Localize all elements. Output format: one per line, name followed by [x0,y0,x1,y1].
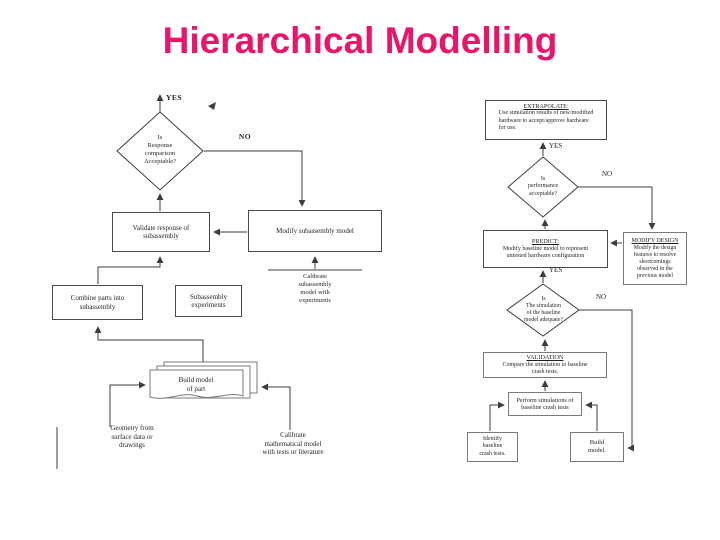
modify-design-body: Modify the design features to resolve sh… [633,244,677,279]
calibrate-subassembly-label: Calibrate subassembly model with experim… [298,273,332,304]
extrapolate-body: Use simulation results of new/modified h… [498,110,594,131]
calibmath-to-buildpart-arrow [261,383,291,430]
buildmodel-to-perform-arrow [585,401,598,431]
calibrate-math-label: Calibrate mathematical model with tests … [262,431,324,457]
perform-simulations-box: Perform simulations of baseline crash te… [508,392,582,416]
no-label-baseline: NO [596,293,607,301]
validation-body: Compare the simulation to baseline crash… [502,361,588,375]
identify-to-perform-arrow [489,401,505,431]
no-label-performance: NO [602,170,613,178]
modify-box: Modify subassembly model [248,210,382,252]
validation-title: VALIDATION [526,354,564,362]
decision-baseline-label: Is The simulation of the baseline model … [523,296,564,324]
no-arrow-baseline [579,309,635,452]
build-model-of-part-document [149,361,258,399]
buildpart-to-combine-arrow [94,326,204,362]
predict-box: PREDICT: Modify baseline model to repres… [483,230,608,268]
yes-label-performance: YES [549,142,563,150]
geometry-to-buildpart-arrow [109,381,146,427]
no-label-left: NO [238,132,252,141]
combine-to-validate-arrow [97,256,164,284]
perform-simulations-label: Perform simulations of baseline crash te… [516,396,574,411]
identify-tests-label: Identify baseline crash tests. [479,436,506,457]
validate-box: Validate response of subassembly [112,212,210,252]
validate-label: Validate response of subassembly [132,223,190,240]
validation-box: VALIDATION Compare the simulation to bas… [483,352,607,378]
extrapolate-box: EXTRAPOLATE: Use simulation results of n… [485,100,607,140]
no-arrow-performance [578,186,656,230]
build-part-label: Build model of part [178,376,214,393]
build-model-box: Build model. [570,432,624,462]
predict-title: PREDICT: [531,238,560,246]
decision-baseline-diamond [506,283,580,337]
yes-label-baseline: YES [549,266,563,274]
geometry-label: Geometry from surface data or drawings [110,424,154,450]
slide-title: Hierarchical Modelling [162,20,558,61]
predict-body: Modify baseline model to represent untes… [502,245,589,259]
modify-design-box: MODIFY DESIGN Modify the design features… [623,232,687,285]
yes-label-left: YES [166,93,183,102]
no-arrow-left [204,150,306,207]
modify-design-title: MODIFY DESIGN [631,237,679,244]
identify-tests-box: Identify baseline crash tests. [467,432,518,462]
subassembly-experiments-box: Subassembly experiments [175,285,242,317]
combine-box: Combine parts into subassembly [52,285,143,320]
decision-performance-label: Is performance acceptable? [527,176,559,197]
extrapolate-title: EXTRAPOLATE: [523,103,569,110]
stray-left-arrowhead [208,102,216,110]
decision-response-label: Is Response comparison Acceptable? [143,134,177,165]
build-model-label: Build model. [588,439,606,454]
combine-label: Combine parts into subassembly [70,294,125,311]
decision-performance-diamond [507,156,579,218]
decision-response-diamond [116,111,204,191]
subassembly-experiments-label: Subassembly experiments [190,292,227,309]
modify-label: Modify subassembly model [276,226,354,235]
